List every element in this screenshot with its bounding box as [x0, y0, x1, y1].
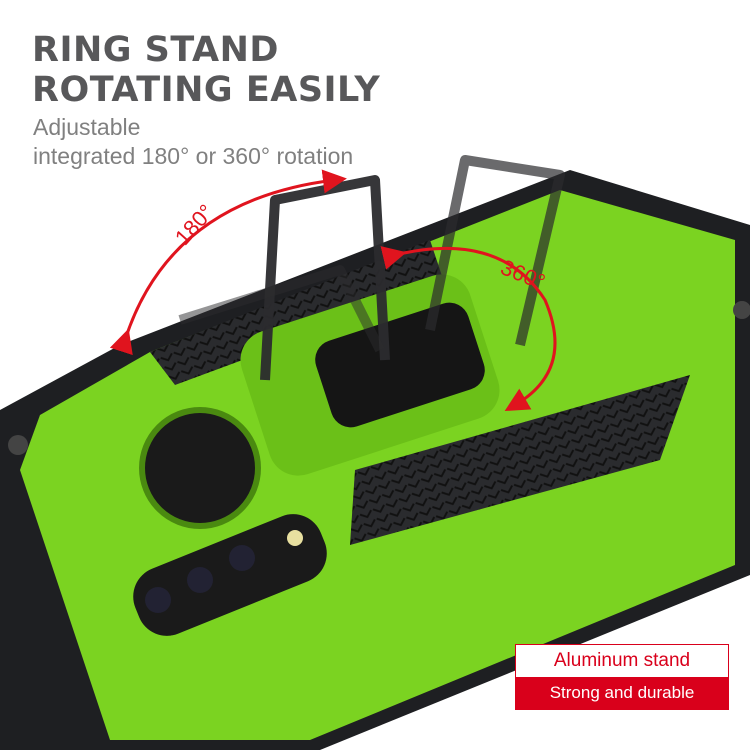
camera-lens: [187, 567, 213, 593]
tread-strip-lower: [350, 375, 690, 545]
camera-lens: [145, 587, 171, 613]
headline-line-2: ROTATING EASILY: [32, 70, 381, 110]
camera-lens: [229, 545, 255, 571]
headline-line-1: RING STAND: [32, 30, 279, 70]
arrow-180-icon: [109, 169, 347, 356]
rotation-arrows: [109, 169, 557, 412]
subtitle-line-2: integrated 180° or 360° rotation: [33, 143, 354, 169]
camera-cutout: [139, 407, 261, 529]
camera-module: [133, 514, 327, 636]
badge-subtitle: Strong and durable: [516, 677, 728, 709]
flash: [287, 530, 303, 546]
ring-frame-2: [425, 155, 565, 347]
screw: [733, 301, 750, 319]
subtitle-line-1: Adjustable: [33, 114, 141, 140]
badge-title: Aluminum stand: [516, 645, 728, 677]
arrow-360-icon: [380, 246, 557, 412]
screw: [8, 435, 28, 455]
feature-badge: Aluminum stand Strong and durable: [515, 644, 729, 710]
